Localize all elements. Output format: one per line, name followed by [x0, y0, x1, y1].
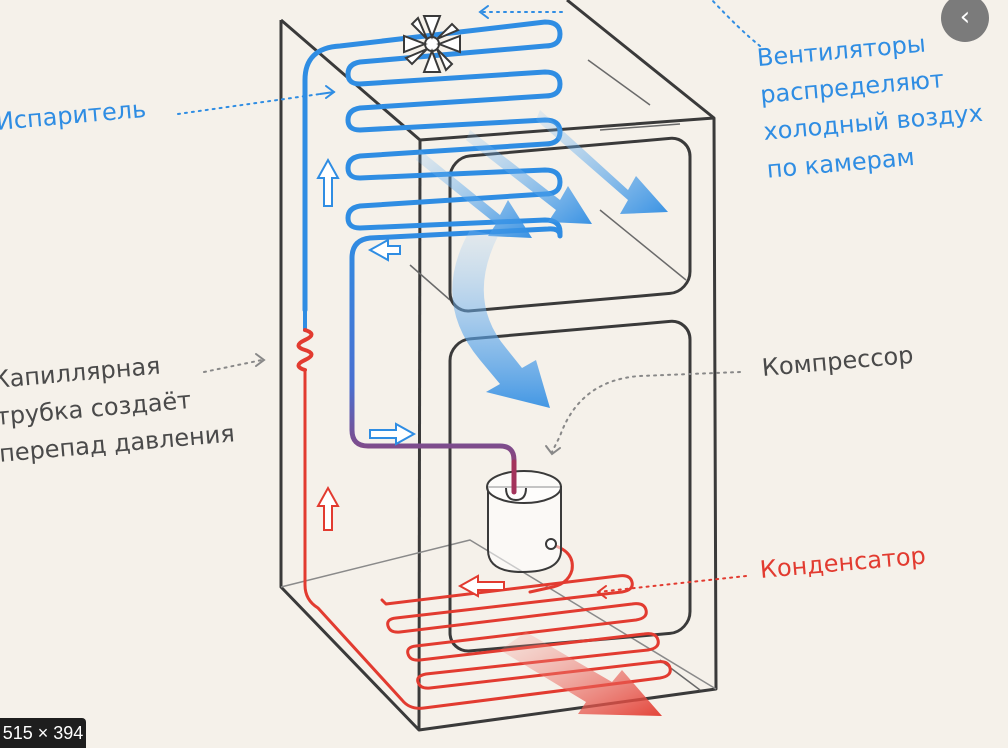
leader-lines: [177, 0, 761, 593]
capillary-label: Капиллярная трубка создаёт перепад давле…: [0, 342, 236, 474]
flow-arrows: [316, 157, 505, 598]
fans-label: Вентиляторы распределяют холодный воздух…: [756, 21, 988, 188]
hidden-edges: [409, 59, 701, 691]
compressor: [486, 470, 562, 574]
fridge-outline: [279, 0, 718, 732]
leader-arrowheads: [255, 5, 607, 599]
fridge-door: [448, 319, 692, 653]
hot-air-arrow: [500, 632, 662, 716]
capillary-tube: [296, 298, 314, 372]
image-size-badge: 515 × 394: [0, 718, 86, 748]
cold-air-arrows: [416, 110, 668, 408]
fan-icon: [403, 15, 461, 73]
evaporator-coil: [302, 19, 563, 313]
back-icon[interactable]: ‹: [941, 0, 989, 42]
suction-line: [349, 226, 563, 493]
